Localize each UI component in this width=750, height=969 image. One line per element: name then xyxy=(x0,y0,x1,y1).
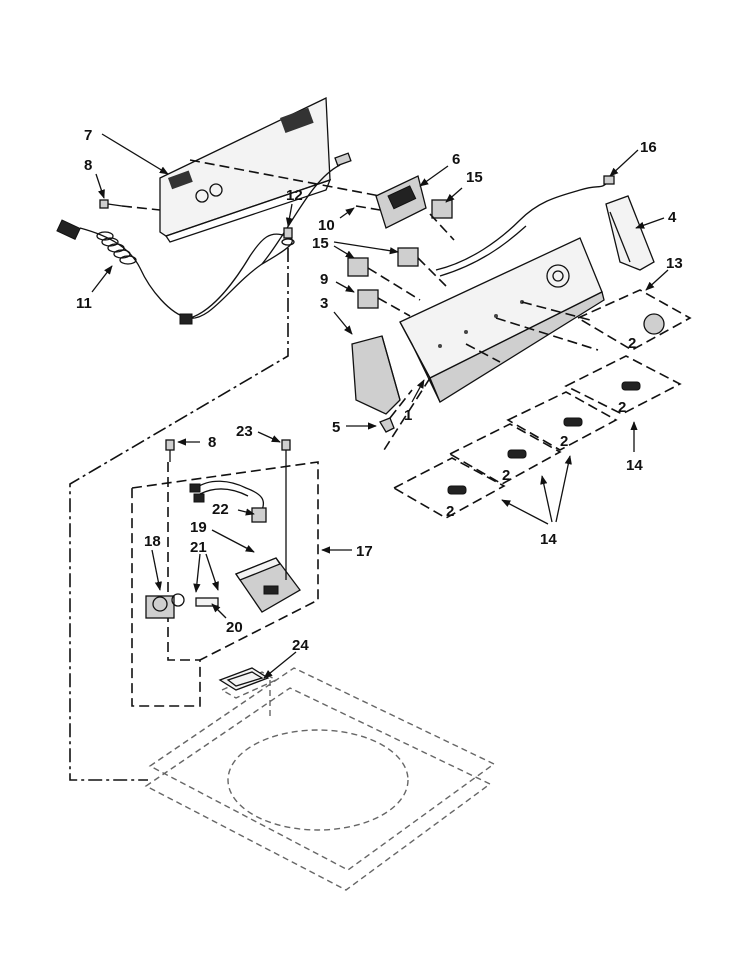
label-12: 12 xyxy=(286,187,303,204)
switch-part xyxy=(347,199,453,309)
back-panel-part xyxy=(159,96,332,243)
clip-part xyxy=(379,417,395,433)
label-14a: 14 xyxy=(626,457,643,474)
callout-23: 23 xyxy=(236,423,281,443)
control-board-part xyxy=(375,175,427,229)
label-24: 24 xyxy=(292,637,309,654)
callout-10: 10 xyxy=(318,207,355,234)
callout-8-bottom: 8 xyxy=(177,434,216,451)
inlet-valve-part xyxy=(145,593,219,619)
label-20: 20 xyxy=(226,619,243,636)
label-9: 9 xyxy=(320,271,328,288)
callout-15-top: 15 xyxy=(445,169,483,203)
label-8b: 8 xyxy=(208,434,216,451)
callout-14-bottom: 14 xyxy=(501,455,572,548)
label-19: 19 xyxy=(190,519,207,536)
callout-22: 22 xyxy=(212,501,255,518)
screws-lower xyxy=(165,439,291,580)
label-11: 11 xyxy=(76,295,92,312)
callout-19: 19 xyxy=(190,519,255,553)
valve-assembly-box xyxy=(131,461,319,707)
callout-5: 5 xyxy=(332,419,377,436)
callout-20: 20 xyxy=(211,603,243,636)
callout-12: 12 xyxy=(285,187,303,227)
label-2b: 2 xyxy=(618,399,626,416)
label-23: 23 xyxy=(236,423,253,440)
label-13: 13 xyxy=(666,255,683,272)
callout-18: 18 xyxy=(144,533,162,591)
knob-box-group xyxy=(383,289,692,519)
screw-part xyxy=(99,199,123,209)
tape-part xyxy=(218,667,270,691)
label-2a: 2 xyxy=(628,335,636,352)
label-2c: 2 xyxy=(560,433,568,450)
callout-1: 1 xyxy=(404,379,425,424)
callout-9: 9 xyxy=(320,271,355,293)
label-3: 3 xyxy=(320,295,328,312)
valve-harness-part xyxy=(189,480,267,523)
label-2e: 2 xyxy=(446,503,454,520)
screw-12-part xyxy=(281,227,295,246)
top-cabinet-outline xyxy=(144,667,496,891)
console-panel-part xyxy=(399,237,605,403)
callout-16: 16 xyxy=(609,139,657,177)
callout-15-mid: 15 xyxy=(312,235,399,259)
label-8: 8 xyxy=(84,157,92,174)
end-cap-right-part xyxy=(605,195,655,271)
callout-3: 3 xyxy=(320,295,353,335)
callout-11: 11 xyxy=(76,265,113,312)
callout-13: 13 xyxy=(645,255,683,291)
callout-14-right: 14 xyxy=(626,421,643,474)
label-2d: 2 xyxy=(502,467,510,484)
label-15b: 15 xyxy=(312,235,329,252)
wire-harness-part xyxy=(435,175,615,277)
label-18: 18 xyxy=(144,533,161,550)
callout-8-top: 8 xyxy=(84,157,105,199)
label-14b: 14 xyxy=(540,531,557,548)
label-4: 4 xyxy=(668,209,677,226)
connector-lines xyxy=(69,159,455,781)
label-7: 7 xyxy=(84,127,92,144)
label-17: 17 xyxy=(356,543,373,560)
callout-21: 21 xyxy=(190,539,219,593)
callout-24: 24 xyxy=(263,637,309,679)
label-5: 5 xyxy=(332,419,340,436)
callout-6: 6 xyxy=(419,151,460,187)
label-21: 21 xyxy=(190,539,207,556)
knob-part xyxy=(447,313,665,495)
label-15: 15 xyxy=(466,169,483,186)
label-16: 16 xyxy=(640,139,657,156)
end-cap-left-part xyxy=(351,335,401,415)
label-1: 1 xyxy=(404,407,412,424)
dispenser-part xyxy=(235,557,301,613)
callout-17: 17 xyxy=(321,543,373,560)
power-cord-part xyxy=(56,152,352,325)
label-6: 6 xyxy=(452,151,460,168)
label-22: 22 xyxy=(212,501,229,518)
label-10: 10 xyxy=(318,217,335,234)
callout-7: 7 xyxy=(84,127,169,175)
callout-4: 4 xyxy=(635,209,677,229)
